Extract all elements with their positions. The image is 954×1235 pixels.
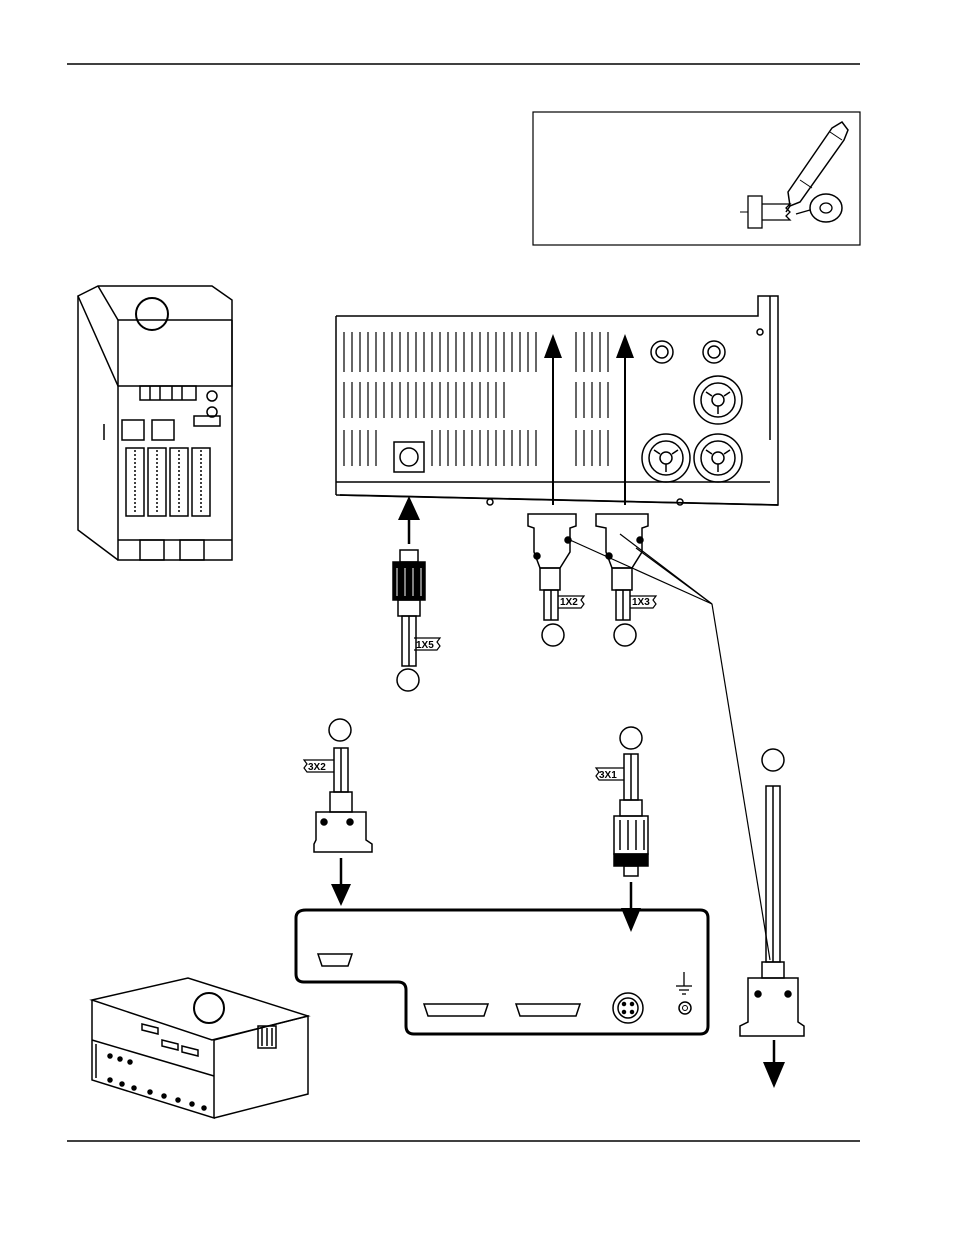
callout-circle: [619, 726, 643, 750]
vent-row-bottom: [343, 430, 609, 466]
ground-stud: [678, 1001, 692, 1015]
arrow-3x1-down: [621, 882, 641, 932]
callout-circle: [613, 623, 637, 647]
fitting-right: [702, 340, 726, 364]
arrow-1x5-up: [398, 496, 420, 544]
cable-1x3: [595, 513, 658, 647]
labeling-note-box: [532, 111, 861, 246]
tag-3x2: 3X2: [308, 762, 326, 773]
arrow-1x2-up: [544, 334, 562, 505]
callout-circle: [396, 668, 420, 692]
cable-3x1: [594, 726, 649, 877]
callout-circle: [193, 992, 225, 1024]
dsub-port-small: [316, 953, 354, 967]
ground-symbol-icon: [676, 972, 692, 995]
dsub-port-right: [514, 1003, 582, 1017]
leader-lines: [569, 533, 771, 961]
console-rear-panel: [294, 908, 710, 1036]
tag-1x5: 1X5: [416, 640, 434, 651]
callout-circle: [328, 718, 352, 742]
power-supply-rear-panel: [335, 295, 779, 506]
pen-icon: [785, 121, 849, 213]
console-unit-illustration: [89, 977, 311, 1120]
arrow-output-down: [763, 1040, 785, 1088]
vent-row-top: [343, 332, 609, 372]
vent-row-middle: [343, 382, 609, 418]
tag-3x1: 3X1: [599, 770, 617, 781]
fan-top-right: [693, 375, 743, 425]
callout-circle: [761, 748, 785, 772]
fan-bottom-right: [693, 433, 743, 483]
cable-1x2: [527, 513, 586, 647]
callout-circle: [135, 297, 169, 331]
cable-1x5: [392, 549, 442, 692]
tape-roll-icon: [795, 193, 843, 223]
round-receptacle: [612, 992, 644, 1024]
tag-1x2: 1X2: [560, 597, 578, 608]
dsub-port-left: [422, 1003, 490, 1017]
arrow-1x3-up: [616, 334, 634, 505]
cable-3x2: [302, 718, 373, 853]
fan-bottom-left: [641, 433, 691, 483]
tag-1x3: 1X3: [632, 597, 650, 608]
fitting-left: [650, 340, 674, 364]
receptacle-1x5: [393, 441, 425, 473]
cable-output-right: [739, 748, 805, 1037]
callout-circle: [541, 623, 565, 647]
arrow-3x2-down: [331, 858, 351, 906]
power-supply-unit-illustration: [77, 285, 233, 561]
labeled-cable-icon: [740, 195, 792, 229]
